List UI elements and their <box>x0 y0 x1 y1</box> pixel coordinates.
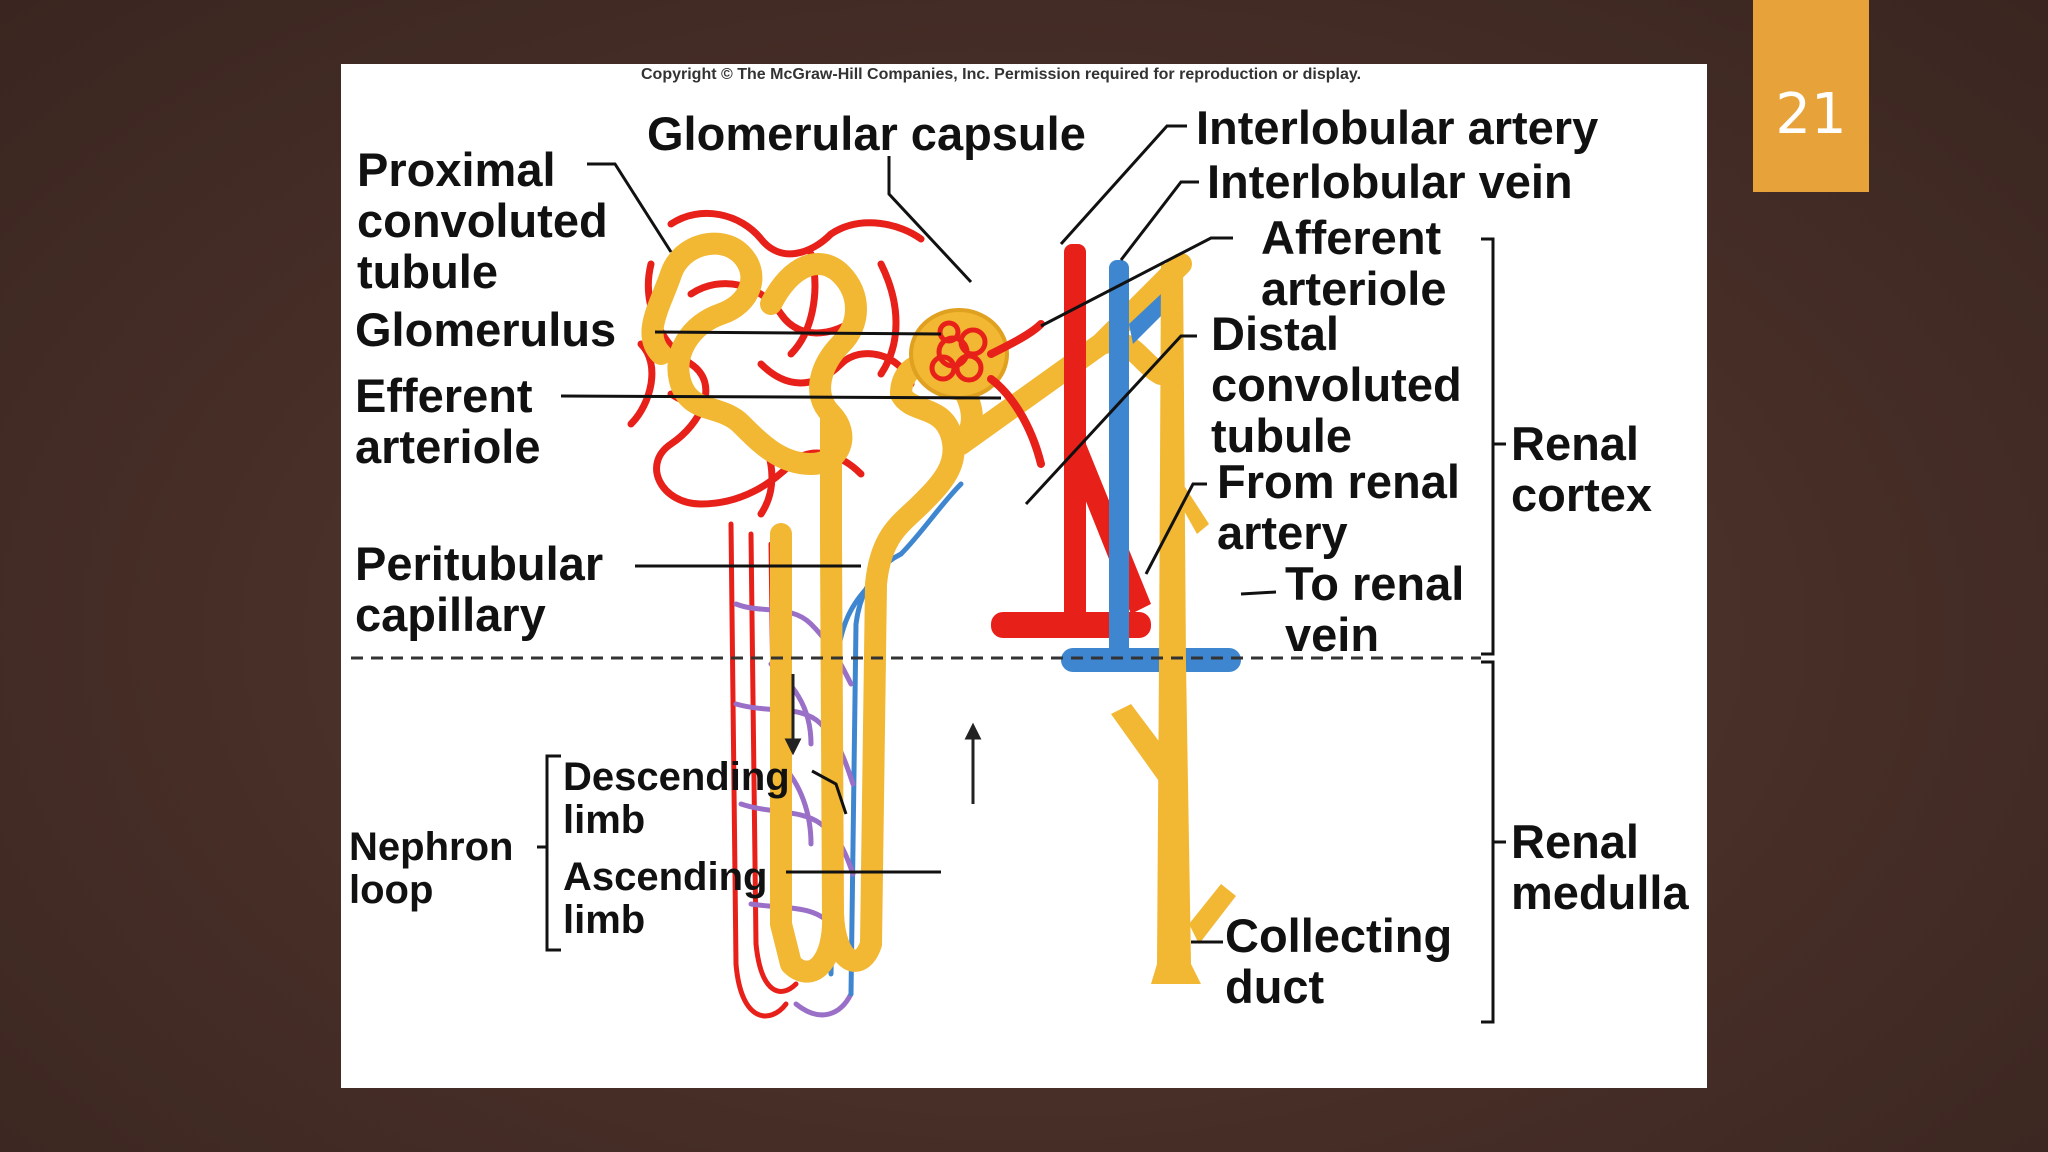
slide-number-badge: 21 <box>1753 0 1869 192</box>
label-glomerulus: Glomerulus <box>355 303 617 356</box>
label-glomerular-capsule: Glomerular capsule <box>647 107 1086 160</box>
label-to-renal-vein: To renal vein <box>1285 557 1465 661</box>
arterioles <box>987 320 1045 468</box>
interlobular-vein-shape <box>1061 260 1241 672</box>
label-interlobular-vein: Interlobular vein <box>1207 155 1573 208</box>
label-ascending-limb: Ascending limb <box>563 855 768 942</box>
label-renal-medulla: Renal medulla <box>1511 815 1689 919</box>
slide-number: 21 <box>1775 82 1847 147</box>
leader-lines <box>560 124 1277 944</box>
label-nephron-loop: Nephron loop <box>349 825 514 912</box>
label-distal-convoluted-tubule: Distal convoluted tubule <box>1211 307 1462 462</box>
glomerular-capsule-shape <box>909 308 1009 400</box>
label-from-renal-artery: From renal artery <box>1217 455 1460 559</box>
brackets <box>537 237 1506 1024</box>
nephron-tubule <box>641 232 1192 983</box>
label-efferent-arteriole: Efferent arteriole <box>355 369 541 473</box>
nephron-diagram: Copyright © The McGraw-Hill Companies, I… <box>341 64 1707 1088</box>
label-renal-cortex: Renal cortex <box>1511 417 1653 521</box>
label-afferent-arteriole: Afferent arteriole <box>1261 211 1447 315</box>
label-interlobular-artery: Interlobular artery <box>1196 101 1599 154</box>
copyright-notice: Copyright © The McGraw-Hill Companies, I… <box>641 66 1362 83</box>
collecting-duct-shape <box>1111 264 1236 984</box>
label-proximal-convoluted-tubule: Proximal convoluted tubule <box>357 143 608 298</box>
label-descending-limb: Descending limb <box>563 755 790 842</box>
nephron-illustration <box>351 124 1506 1024</box>
flow-arrows <box>784 674 982 804</box>
label-peritubular-capillary: Peritubular capillary <box>355 537 604 641</box>
label-collecting-duct: Collecting duct <box>1225 909 1453 1013</box>
